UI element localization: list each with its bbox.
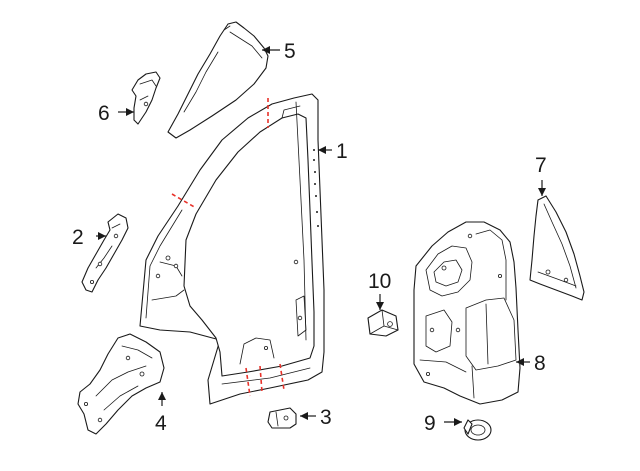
arrowhead-2 xyxy=(98,232,106,240)
arrowhead-3 xyxy=(300,412,308,420)
part-8-inner-panel[interactable] xyxy=(413,221,521,405)
callout-3: 3 xyxy=(320,406,332,429)
callout-7: 7 xyxy=(535,154,547,177)
callout-8: 8 xyxy=(534,352,546,375)
arrowhead-8 xyxy=(516,358,524,366)
arrowhead-1 xyxy=(318,146,326,154)
cut-line-sill-1 xyxy=(245,367,251,397)
part-3-clip[interactable] xyxy=(267,407,297,429)
part-7-seal-panel[interactable] xyxy=(529,195,585,301)
callout-6: 6 xyxy=(98,102,110,125)
arrowhead-7 xyxy=(538,188,546,196)
cut-line-pillar xyxy=(171,193,197,209)
arrowhead-6 xyxy=(126,108,134,116)
part-6-bracket[interactable] xyxy=(131,71,161,125)
arrowhead-5 xyxy=(262,46,270,54)
part-9-screw[interactable] xyxy=(463,419,492,441)
callout-5: 5 xyxy=(284,40,296,63)
part-1-body-side-frame[interactable] xyxy=(139,93,325,405)
arrowhead-10 xyxy=(376,302,384,310)
cut-line-sill-2 xyxy=(259,365,263,393)
part-2-reinforcement[interactable] xyxy=(81,213,129,293)
callout-labels: 1 2 3 4 5 6 7 8 9 10 xyxy=(72,40,547,435)
callout-2: 2 xyxy=(72,226,84,249)
part-5-pillar-trim[interactable] xyxy=(167,21,269,139)
part-4-lower-bracket[interactable] xyxy=(77,333,165,435)
callout-9: 9 xyxy=(424,412,436,435)
callout-10: 10 xyxy=(368,270,391,293)
leader-lines xyxy=(96,46,546,426)
callout-4: 4 xyxy=(155,412,167,435)
arrowhead-4 xyxy=(158,392,166,400)
cut-line-sill-3 xyxy=(279,363,285,391)
cut-line-marks xyxy=(171,98,285,397)
callout-1: 1 xyxy=(336,140,348,163)
arrowhead-9 xyxy=(454,418,462,426)
part-10-bracket[interactable] xyxy=(367,309,399,337)
